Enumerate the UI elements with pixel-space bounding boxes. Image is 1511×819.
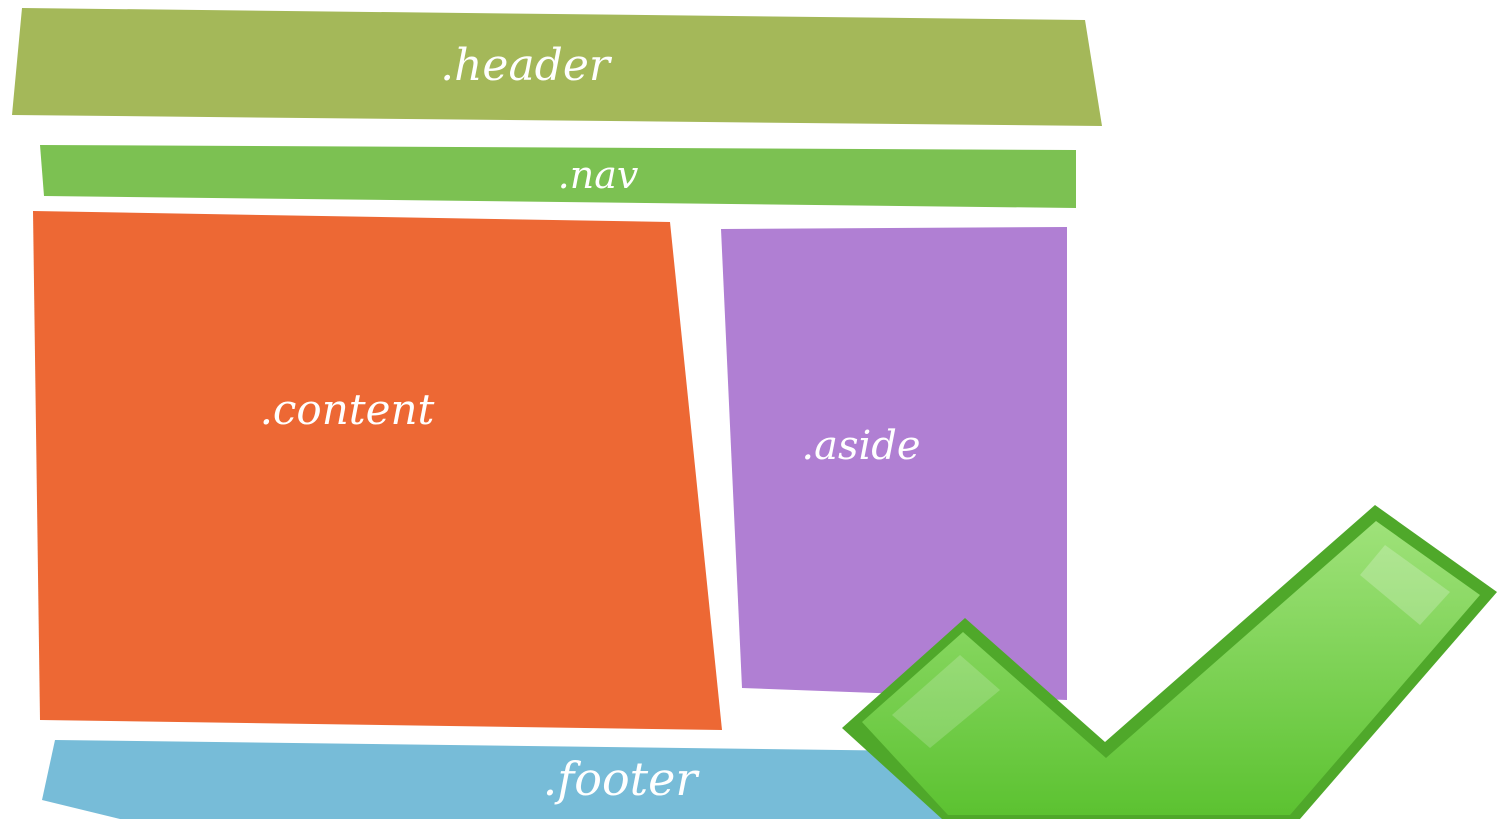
nav-shape — [40, 145, 1076, 208]
header-label: .header — [440, 40, 613, 91]
nav-label: .nav — [558, 153, 639, 197]
aside-block: .aside — [721, 227, 1067, 700]
checkmark-icon — [842, 505, 1497, 819]
nav-block: .nav — [40, 145, 1076, 208]
aside-shape — [721, 227, 1067, 700]
content-block: .content — [33, 211, 722, 730]
checkmark-highlight — [892, 655, 1000, 748]
checkmark-highlight-right — [1360, 545, 1450, 625]
checkmark-body — [862, 521, 1480, 815]
content-shape — [33, 211, 722, 730]
footer-shape — [42, 740, 1000, 819]
footer-block: .footer — [42, 740, 1000, 819]
footer-label: .footer — [543, 752, 701, 806]
content-label: .content — [260, 385, 435, 434]
header-shape — [12, 8, 1102, 126]
header-block: .header — [12, 8, 1102, 126]
aside-label: .aside — [801, 423, 920, 469]
